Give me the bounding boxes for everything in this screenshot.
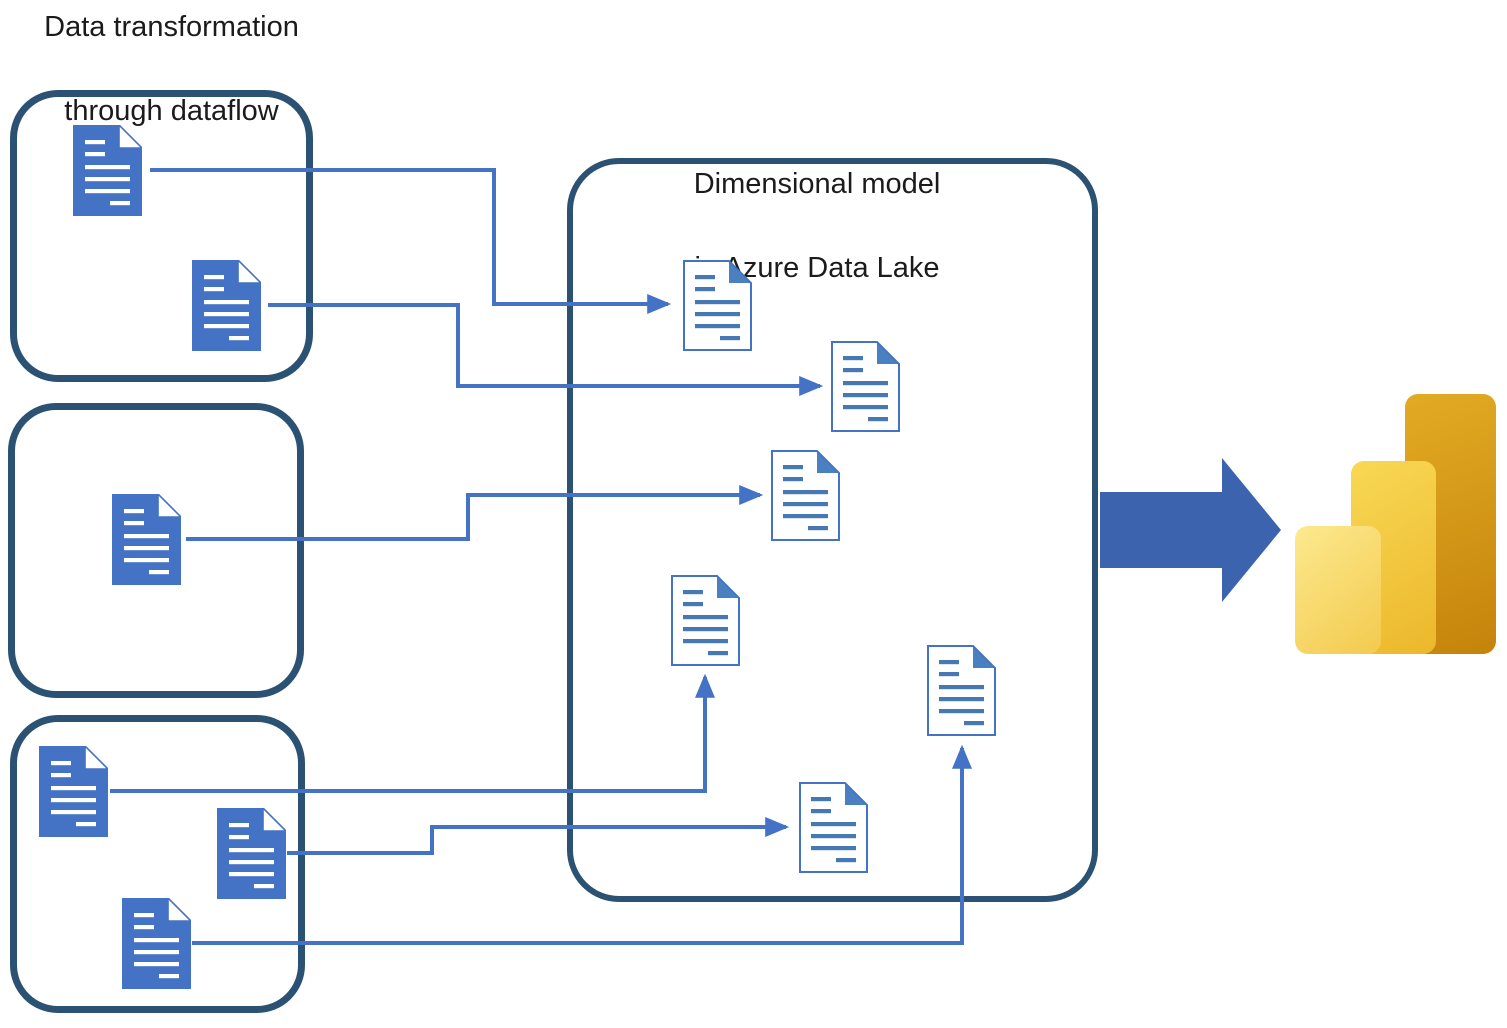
model-doc-1-icon [683, 260, 752, 351]
source-box-3 [10, 715, 305, 1013]
source-doc-3-icon [112, 494, 181, 585]
source-doc-5-icon [217, 808, 286, 899]
model-doc-2-icon [831, 341, 900, 432]
flow-arrow-2 [268, 303, 824, 396]
model-doc-5-icon [799, 782, 868, 873]
source-box-2 [8, 403, 304, 698]
model-doc-3-icon [771, 450, 840, 541]
source-panel-title: Data transformation through dataflow [0, 6, 343, 132]
powerbi-bar-short-icon [1295, 526, 1381, 654]
source-doc-6-icon [122, 898, 191, 989]
flow-arrow-1 [150, 168, 672, 314]
big-arrow-to-powerbi [1100, 458, 1281, 602]
model-box-title: Dimensional model in Azure Data Lake [567, 163, 1067, 289]
model-title-line1: Dimensional model [693, 168, 941, 200]
model-box [567, 158, 1098, 902]
source-doc-1-icon [73, 125, 142, 216]
flow-arrow-4 [110, 673, 715, 793]
source-doc-2-icon [192, 260, 261, 351]
flow-arrow-3 [186, 485, 764, 541]
source-title-line2: through dataflow [64, 95, 279, 127]
source-title-line1: Data transformation [44, 11, 299, 43]
flow-arrow-6 [192, 744, 972, 945]
model-doc-6-icon [927, 645, 996, 736]
source-doc-4-icon [39, 746, 108, 837]
flow-arrow-5 [287, 817, 790, 855]
model-doc-4-icon [671, 575, 740, 666]
source-box-1 [10, 90, 313, 382]
